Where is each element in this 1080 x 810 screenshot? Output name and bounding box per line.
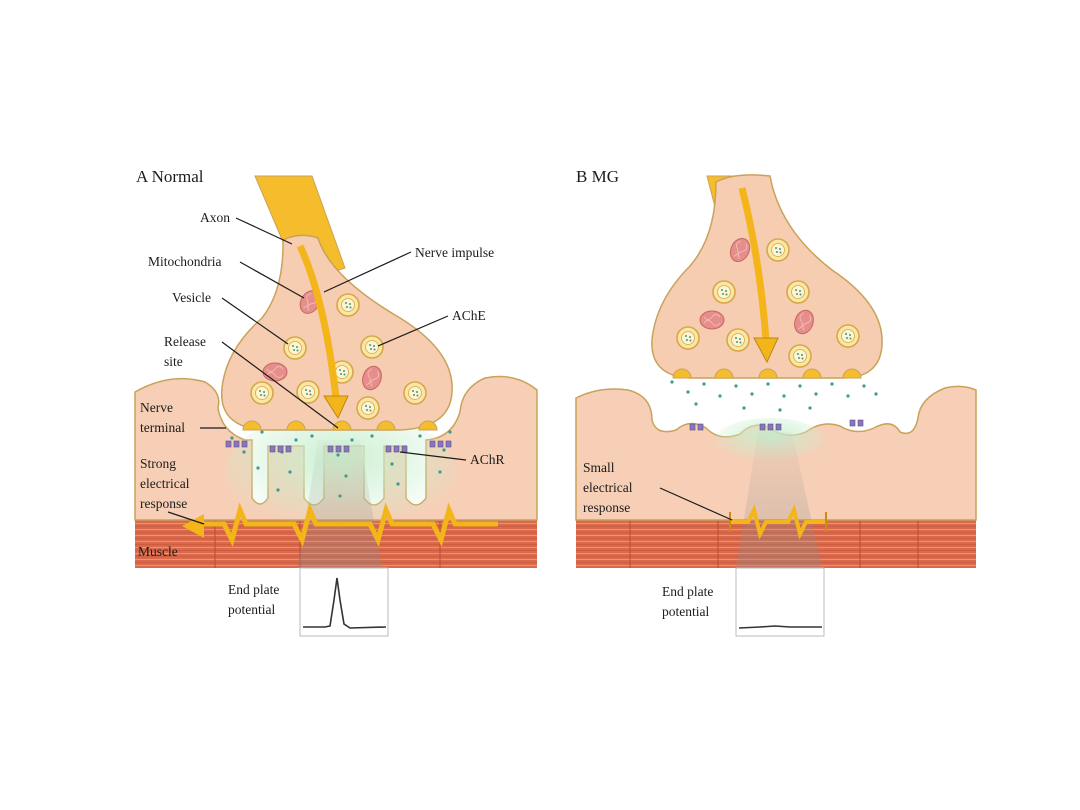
label-nerve-terminal-2: terminal bbox=[140, 420, 185, 435]
label-epp-mg-1: End plate bbox=[662, 584, 713, 599]
measurement-beam-normal bbox=[298, 440, 382, 568]
label-small-response-2: electrical bbox=[583, 480, 633, 495]
label-axon: Axon bbox=[200, 210, 230, 225]
epp-box-mg bbox=[735, 567, 825, 637]
label-muscle: Muscle bbox=[138, 544, 178, 559]
panel-mg: B MG Small electrical response End plate… bbox=[575, 167, 977, 637]
strong-response-arrow bbox=[200, 502, 498, 548]
label-epp-mg-2: potential bbox=[662, 604, 709, 619]
epp-box-normal bbox=[299, 567, 389, 637]
label-release-site-2: site bbox=[164, 354, 183, 369]
label-ache: AChE bbox=[452, 308, 486, 323]
label-vesicle: Vesicle bbox=[172, 290, 211, 305]
label-strong-response-2: electrical bbox=[140, 476, 190, 491]
panel-title-mg: B MG bbox=[576, 167, 619, 186]
label-strong-response-1: Strong bbox=[140, 456, 176, 471]
label-achr: AChR bbox=[470, 452, 505, 467]
label-small-response-3: response bbox=[583, 500, 630, 515]
nerve-impulse-arrow-mg bbox=[738, 187, 770, 341]
label-strong-response-3: response bbox=[140, 496, 187, 511]
label-mitochondria: Mitochondria bbox=[148, 254, 222, 269]
panel-normal: A Normal Axon Mitochondria Vesicle Relea… bbox=[134, 167, 538, 637]
label-epp-2: potential bbox=[228, 602, 275, 617]
nerve-impulse-arrow-normal bbox=[296, 244, 340, 399]
epp-trace-normal bbox=[303, 577, 387, 629]
label-small-response-1: Small bbox=[583, 460, 615, 475]
epp-trace-mg bbox=[738, 625, 822, 629]
label-nerve-terminal-1: Nerve bbox=[140, 400, 173, 415]
label-nerve-impulse: Nerve impulse bbox=[415, 245, 494, 260]
panel-title-normal: A Normal bbox=[136, 167, 204, 186]
label-epp-1: End plate bbox=[228, 582, 279, 597]
label-release-site-1: Release bbox=[164, 334, 206, 349]
small-response-signal bbox=[730, 504, 826, 540]
